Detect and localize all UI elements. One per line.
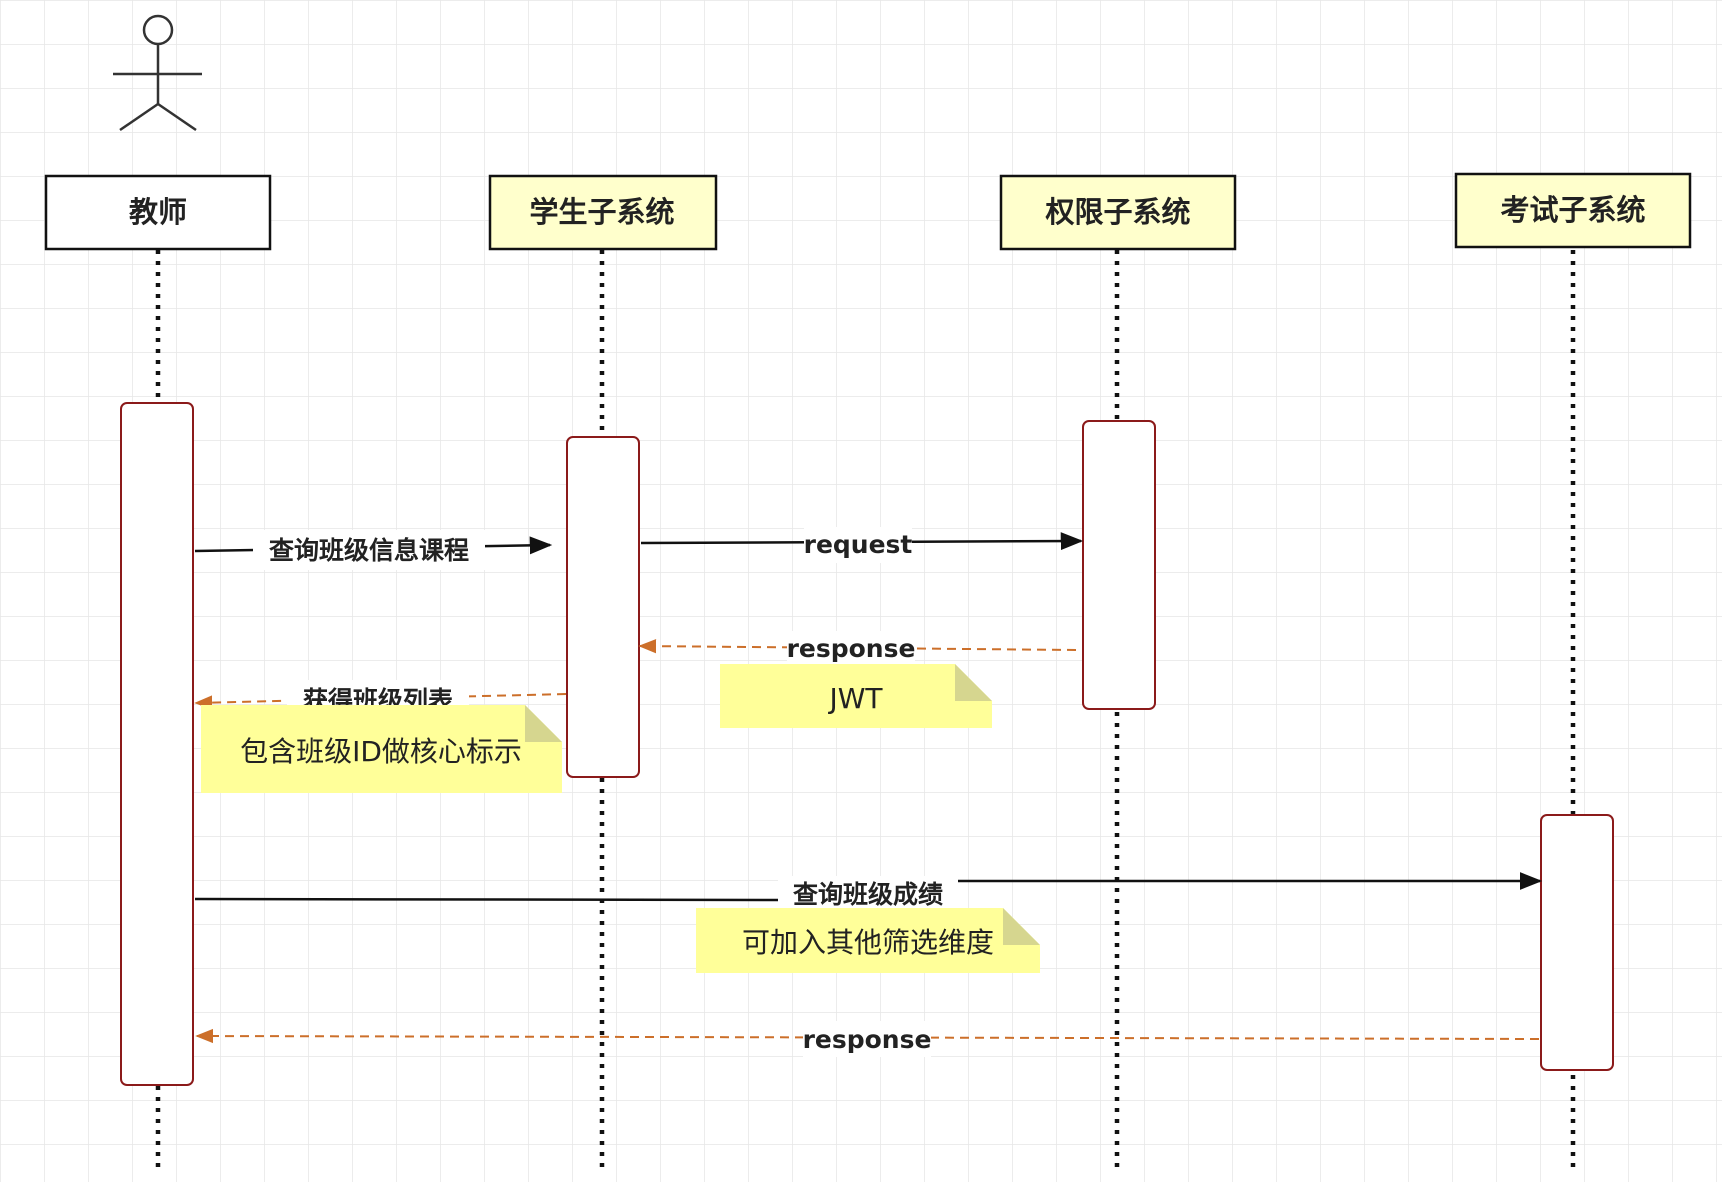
note-filters-text: 可加入其他筛选维度 [742,926,994,959]
message-query-class-courses[interactable]: 查询班级信息课程 [194,530,553,570]
message-label-background [253,530,485,570]
note-jwt-text: JWT [827,682,883,715]
message-response-jwt-label: response [787,634,916,663]
note-jwt-body [720,664,992,728]
note-class-id-body [201,705,562,793]
note-filters[interactable]: 可加入其他筛选维度 [696,908,1040,973]
activation-student-system[interactable] [566,436,640,778]
activation-teacher[interactable] [120,402,194,1086]
activation-exam-system[interactable] [1540,814,1614,1071]
participant-student-system[interactable]: 学生子系统 [488,174,718,251]
activation-permission-system[interactable] [1082,420,1156,710]
participant-exam-system[interactable]: 考试子系统 [1454,172,1692,249]
actor-stick-figure-icon[interactable] [113,14,202,132]
message-response-scores-label: response [803,1025,932,1054]
participant-permission-system[interactable]: 权限子系统 [999,174,1237,251]
message-request[interactable]: request [640,527,1084,563]
note-class-id-text: 包含班级ID做核心标示 [240,735,522,768]
note-class-id-fold [525,705,562,742]
note-filters-body [696,908,1040,973]
message-label-background [804,527,912,563]
note-class-id[interactable]: 包含班级ID做核心标示 [201,705,562,793]
message-query-class-scores-label: 查询班级成绩 [793,880,943,909]
note-filters-fold [1003,908,1040,945]
participant-student-system-label: 学生子系统 [529,195,674,229]
participant-permission-system-label: 权限子系统 [1044,195,1190,229]
participant-exam-system-label: 考试子系统 [1500,193,1645,227]
message-label-background [803,1021,931,1057]
note-jwt[interactable]: JWT [720,664,992,728]
message-request-label: request [804,530,913,559]
participant-teacher-label: 教师 [129,195,187,229]
note-jwt-fold [955,664,992,701]
message-label-background [787,631,915,667]
message-response-scores[interactable]: response [195,1021,1540,1057]
message-response-jwt[interactable]: response [638,631,1077,667]
participant-teacher[interactable]: 教师 [44,174,272,251]
message-query-class-courses-label: 查询班级信息课程 [269,536,469,565]
message-response-scores-arrow [195,1028,1540,1044]
